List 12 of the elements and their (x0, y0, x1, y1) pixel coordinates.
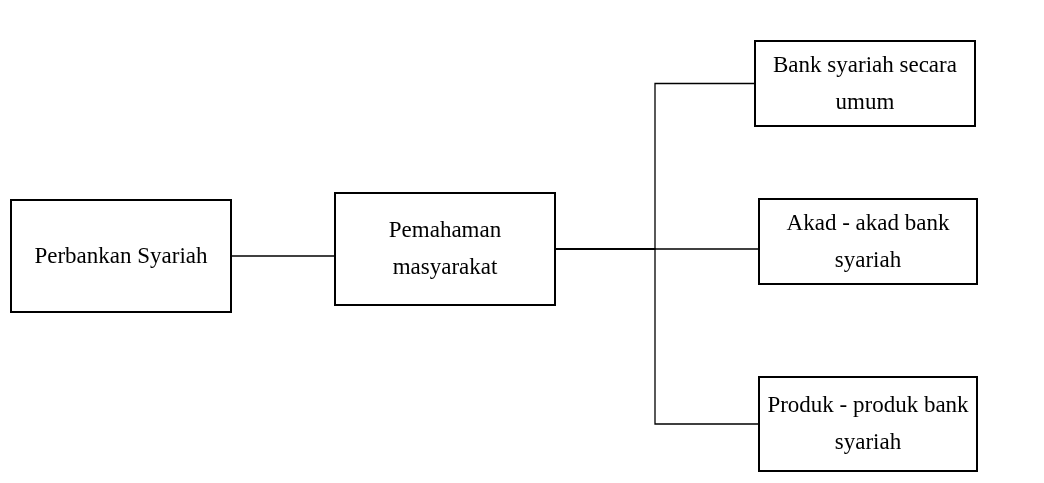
connector-line (555, 248, 759, 425)
connector-line (231, 255, 335, 257)
text-box (758, 376, 978, 472)
text-box (758, 198, 978, 285)
box-label: Perbankan Syariah (34, 241, 208, 270)
text-box (334, 192, 556, 306)
text-box (10, 199, 232, 313)
box-label: Bank syariah secara umum (772, 50, 958, 116)
text-box (754, 40, 976, 127)
box-label: Produk - produk bank syariah (766, 391, 970, 456)
box-label: Pemahaman masyarakat (387, 216, 503, 281)
box-label: Akad - akad bank syariah (785, 208, 951, 274)
